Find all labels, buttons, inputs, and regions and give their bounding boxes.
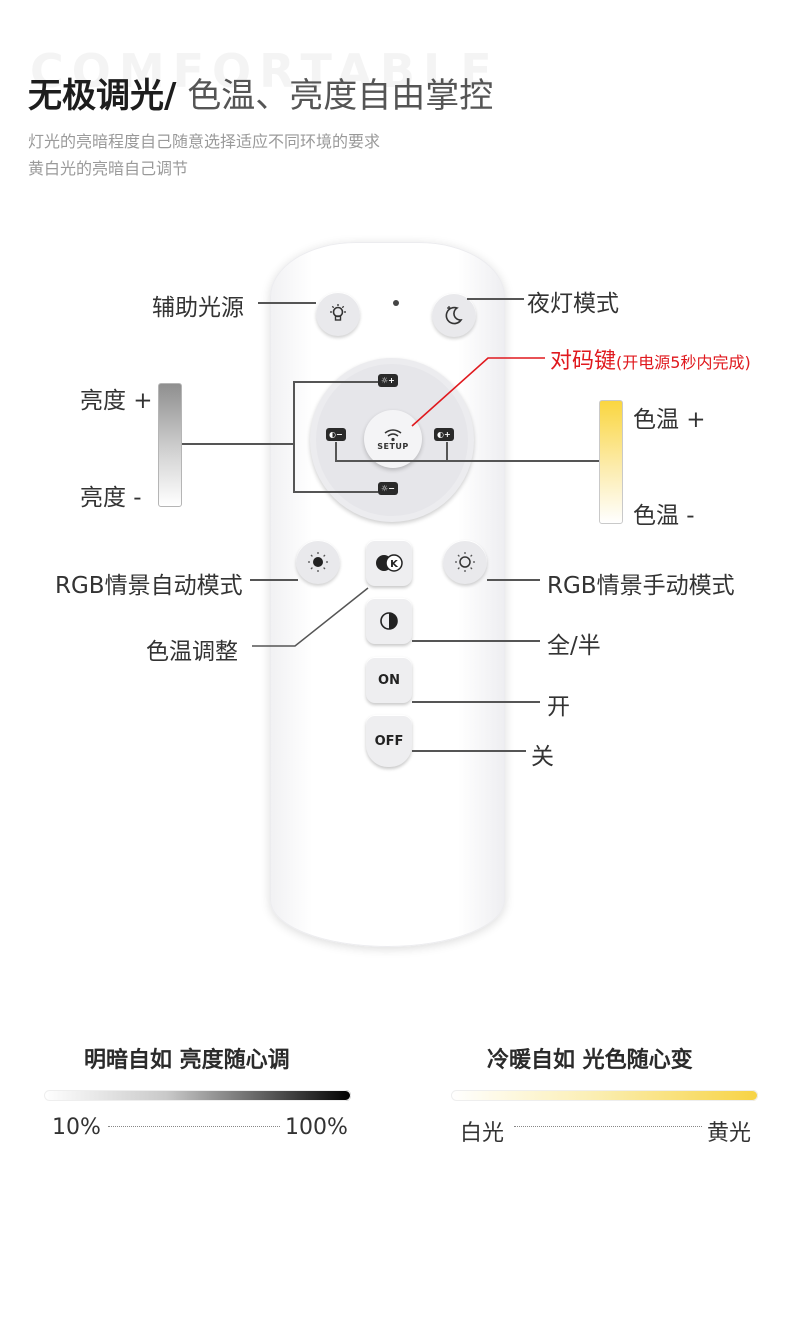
bracket-brightness-bottom xyxy=(293,491,378,493)
indicator-led xyxy=(393,300,399,306)
subtitle-line-2: 黄白光的亮暗自己调节 xyxy=(28,159,189,178)
rgb-auto-button[interactable] xyxy=(296,540,340,584)
off-button[interactable]: OFF xyxy=(366,715,412,767)
leader-full-half xyxy=(412,640,540,642)
brightness-range-bar xyxy=(44,1090,351,1101)
moon-icon xyxy=(445,306,463,325)
k-letter: K xyxy=(390,559,399,570)
leader-night xyxy=(467,298,524,300)
label-night-mode: 夜灯模式 xyxy=(527,291,619,317)
color-temp-up-button[interactable]: ◐+ xyxy=(434,428,454,441)
caption-color-temp: 冷暖自如 光色随心变 xyxy=(487,1048,693,1073)
leader-rgb-auto xyxy=(250,579,298,581)
white-light-label: 白光 xyxy=(460,1121,505,1146)
label-brightness-plus: 亮度 + xyxy=(80,388,153,414)
bracket-ct-left xyxy=(335,442,337,461)
half-circle-icon xyxy=(380,612,398,630)
label-on: 开 xyxy=(547,694,570,720)
color-temp-range-bar xyxy=(451,1090,758,1101)
label-aux-light: 辅助光源 xyxy=(152,295,244,321)
leader-color-temp xyxy=(335,460,599,462)
setup-button[interactable]: SETUP xyxy=(364,410,422,468)
aux-light-button[interactable] xyxy=(316,292,360,336)
leader-rgb-manual xyxy=(487,579,540,581)
sun-filled-icon xyxy=(308,552,328,572)
color-temp-down-button[interactable]: ◐− xyxy=(326,428,346,441)
caption-brightness: 明暗自如 亮度随心调 xyxy=(84,1048,290,1073)
night-mode-button[interactable] xyxy=(432,293,476,337)
yellow-light-label: 黄光 xyxy=(707,1121,752,1146)
leader-aux xyxy=(258,302,316,304)
setup-label: SETUP xyxy=(377,441,409,451)
leader-off xyxy=(412,750,526,752)
bracket-ct-right xyxy=(446,442,448,461)
label-pairing-note: (开电源5秒内完成) xyxy=(616,353,751,372)
leader-brightness xyxy=(182,443,294,445)
page-title: 无极调光/ 色温、亮度自由掌控 xyxy=(28,74,493,118)
label-color-temp-minus: 色温 - xyxy=(633,503,695,529)
label-pairing: 对码键(开电源5秒内完成) xyxy=(550,343,751,375)
color-temp-dotted-line xyxy=(514,1126,702,1127)
color-temp-gradient-bar xyxy=(599,400,623,524)
brightness-gradient-bar xyxy=(158,383,182,507)
wifi-icon xyxy=(384,428,402,441)
full-half-button[interactable] xyxy=(366,598,412,644)
bracket-brightness-top xyxy=(293,381,378,383)
label-brightness-minus: 亮度 - xyxy=(80,485,142,511)
brightness-min-label: 10% xyxy=(52,1115,101,1140)
label-rgb-manual: RGB情景手动模式 xyxy=(547,573,735,599)
subtitle-line-1: 灯光的亮暗程度自己随意选择适应不同环境的要求 xyxy=(28,132,381,151)
on-button-label: ON xyxy=(378,672,400,688)
brightness-max-label: 100% xyxy=(285,1115,348,1140)
label-rgb-auto: RGB情景自动模式 xyxy=(55,573,243,599)
color-temp-k-button[interactable]: K xyxy=(366,540,412,586)
on-button[interactable]: ON xyxy=(366,657,412,703)
title-bold: 无极调光/ xyxy=(28,76,177,116)
label-color-temp-adjust: 色温调整 xyxy=(146,639,238,665)
label-off: 关 xyxy=(531,744,554,770)
bulb-icon xyxy=(330,304,346,321)
header-watermark: COMFORTABLE xyxy=(30,44,500,98)
label-full-half: 全/半 xyxy=(547,633,601,659)
leader-on xyxy=(412,701,540,703)
brightness-dotted-line xyxy=(108,1126,280,1127)
sun-outline-icon xyxy=(455,552,475,572)
label-pairing-main: 对码键 xyxy=(550,349,617,374)
title-light: 色温、亮度自由掌控 xyxy=(176,76,494,116)
brightness-down-button[interactable]: ☼− xyxy=(378,482,398,495)
off-button-label: OFF xyxy=(374,733,404,749)
bracket-brightness xyxy=(293,381,295,492)
rgb-manual-button[interactable] xyxy=(443,540,487,584)
half-moon-k-icon: K xyxy=(376,554,403,572)
brightness-up-button[interactable]: ☼+ xyxy=(378,374,398,387)
label-color-temp-plus: 色温 + xyxy=(633,407,706,433)
